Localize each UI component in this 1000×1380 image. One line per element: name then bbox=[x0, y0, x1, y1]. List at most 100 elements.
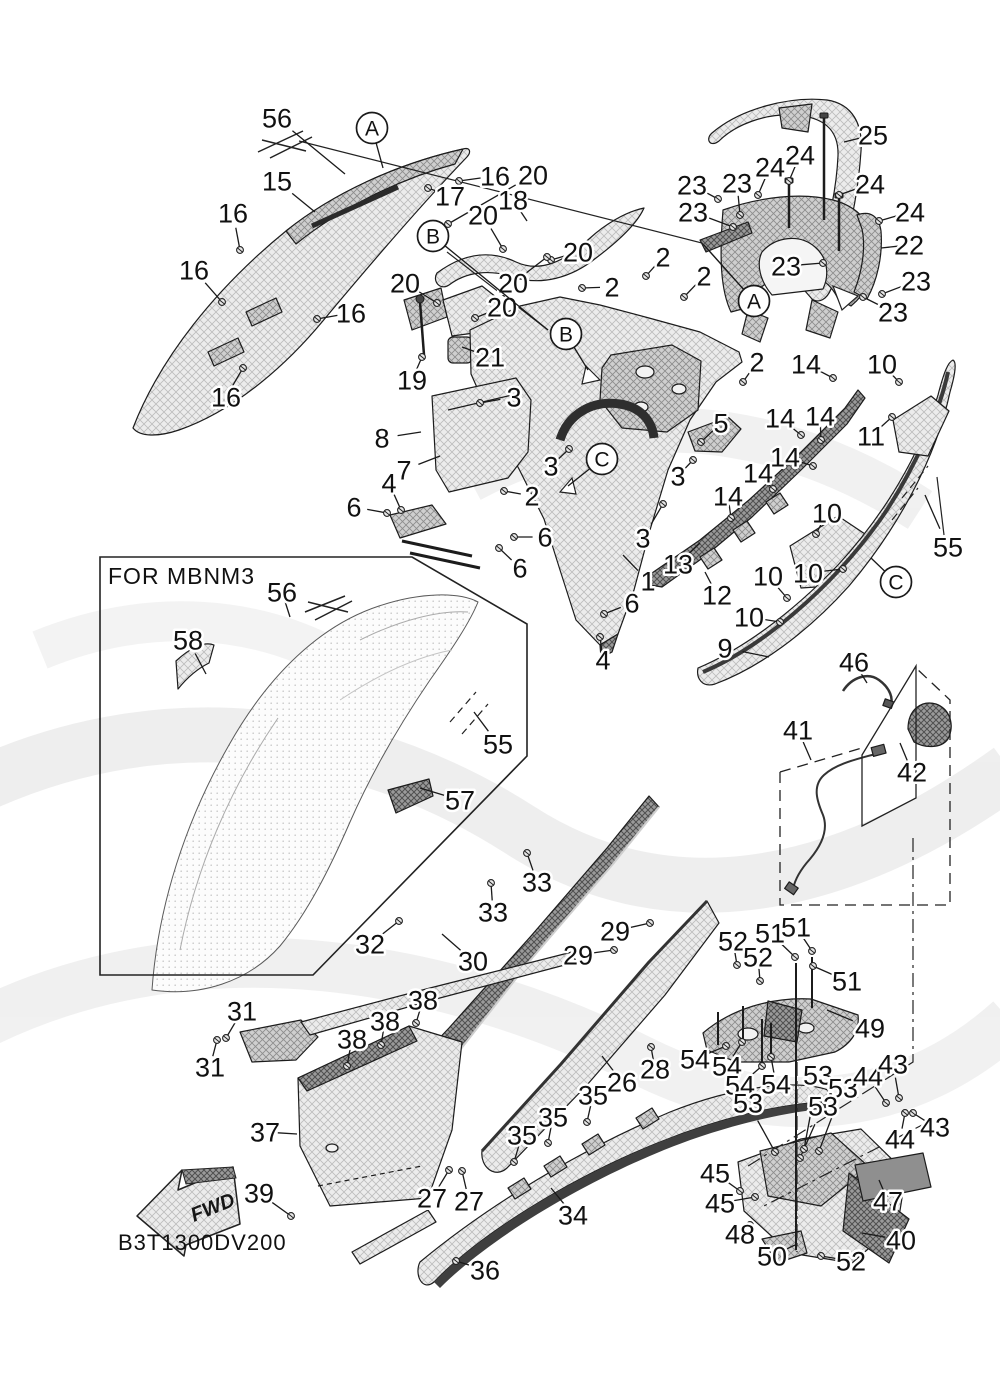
part-callout-20: 20 bbox=[390, 268, 420, 298]
part-callout-16: 16 bbox=[480, 161, 510, 191]
screw-icon bbox=[510, 533, 518, 541]
screw-icon bbox=[800, 1145, 808, 1153]
screw-icon bbox=[455, 177, 463, 185]
screw-icon bbox=[809, 462, 817, 470]
part-callout-53: 53 bbox=[803, 1060, 833, 1090]
part-callout-12: 12 bbox=[702, 580, 732, 610]
leader-line bbox=[473, 711, 489, 732]
part-callout-6: 6 bbox=[537, 522, 552, 552]
part-callout-32: 32 bbox=[355, 929, 385, 959]
part-callout-3: 3 bbox=[543, 451, 558, 481]
part-callout-43: 43 bbox=[878, 1049, 908, 1079]
leader-line bbox=[277, 1132, 298, 1135]
part-callout-21: 21 bbox=[475, 342, 505, 372]
screw-icon bbox=[543, 253, 551, 261]
view-ref-b: B bbox=[416, 219, 549, 331]
part-callout-31: 31 bbox=[227, 996, 257, 1026]
screw-icon bbox=[313, 315, 321, 323]
leader-line bbox=[526, 256, 548, 274]
part-callout-14: 14 bbox=[743, 458, 773, 488]
part-callout-3: 3 bbox=[506, 382, 521, 412]
part-bracket-strip bbox=[649, 389, 866, 588]
part-callout-2: 2 bbox=[524, 481, 539, 511]
view-ref-a: A bbox=[703, 244, 771, 318]
part-callout-51: 51 bbox=[832, 966, 862, 996]
part-callout-43: 43 bbox=[920, 1112, 950, 1142]
screw-icon bbox=[817, 436, 825, 444]
part-callout-41: 41 bbox=[783, 715, 813, 745]
screw-icon bbox=[487, 879, 495, 887]
leader-line bbox=[757, 1120, 776, 1153]
part-callout-1: 1 bbox=[640, 566, 655, 596]
screw-icon bbox=[565, 445, 573, 453]
part-callout-46: 46 bbox=[839, 647, 869, 677]
screw-icon bbox=[767, 1053, 775, 1061]
leader-line bbox=[441, 933, 462, 951]
fwd-arrow: FWD bbox=[136, 1166, 241, 1257]
part-callout-27: 27 bbox=[417, 1183, 447, 1213]
part-callout-20: 20 bbox=[487, 292, 517, 322]
part-callout-15: 15 bbox=[262, 166, 292, 196]
leader-line bbox=[284, 601, 291, 618]
screw-icon bbox=[812, 530, 820, 538]
screw-icon bbox=[722, 1042, 730, 1050]
part-cover-22 bbox=[853, 212, 882, 300]
screw-icon bbox=[758, 1062, 766, 1070]
part-callout-18: 18 bbox=[498, 185, 528, 215]
part-callout-10: 10 bbox=[867, 349, 897, 379]
part-callout-9: 9 bbox=[717, 633, 732, 663]
part-callout-45: 45 bbox=[705, 1188, 735, 1218]
screw-icon bbox=[445, 1166, 453, 1174]
part-callout-6: 6 bbox=[346, 492, 361, 522]
part-callout-10: 10 bbox=[734, 602, 764, 632]
svg-text:C: C bbox=[594, 448, 609, 471]
screw-icon bbox=[797, 431, 805, 439]
part-callout-45: 45 bbox=[700, 1158, 730, 1188]
screw-icon bbox=[815, 1147, 823, 1155]
screw-icon bbox=[395, 917, 403, 925]
screw-icon bbox=[729, 223, 737, 231]
screw-icon bbox=[835, 191, 843, 199]
fastener-icons bbox=[213, 177, 917, 1265]
screw-icon bbox=[444, 220, 452, 228]
leader-line bbox=[601, 1055, 615, 1072]
part-callout-35: 35 bbox=[538, 1102, 568, 1132]
screw-icon bbox=[839, 565, 847, 573]
part-callout-10: 10 bbox=[753, 561, 783, 591]
part-callout-34: 34 bbox=[558, 1200, 588, 1230]
screw-icon bbox=[714, 195, 722, 203]
part-callout-6: 6 bbox=[624, 588, 639, 618]
leader-line bbox=[397, 431, 422, 437]
part-callout-16: 16 bbox=[179, 255, 209, 285]
part-callout-7: 7 bbox=[396, 455, 411, 485]
svg-text:B: B bbox=[559, 323, 573, 346]
screw-icon bbox=[875, 217, 883, 225]
leader-line bbox=[292, 130, 346, 175]
screw-icon bbox=[397, 506, 405, 514]
part-callout-38: 38 bbox=[337, 1024, 367, 1054]
part-grommet-21 bbox=[447, 336, 473, 364]
screw-icon bbox=[829, 374, 837, 382]
part-callout-24: 24 bbox=[755, 152, 785, 182]
screw-icon bbox=[689, 456, 697, 464]
part-fragment-upper bbox=[892, 395, 950, 457]
part-grommet-42 bbox=[907, 702, 952, 748]
screw-icon bbox=[583, 1118, 591, 1126]
part-callout-54: 54 bbox=[712, 1051, 742, 1081]
svg-text:B: B bbox=[426, 225, 440, 248]
inset-label: FOR MBNM3 bbox=[108, 563, 255, 589]
part-ghost-cowl bbox=[151, 594, 479, 993]
part-callout-44: 44 bbox=[853, 1061, 883, 1091]
screw-icon bbox=[895, 1094, 903, 1102]
part-callout-35: 35 bbox=[578, 1080, 608, 1110]
screw-icon bbox=[500, 487, 508, 495]
screw-icon bbox=[433, 299, 441, 307]
part-callout-47: 47 bbox=[873, 1186, 903, 1216]
part-callout-26: 26 bbox=[607, 1067, 637, 1097]
screw-icon bbox=[471, 314, 479, 322]
part-callout-38: 38 bbox=[408, 985, 438, 1015]
part-callout-4: 4 bbox=[595, 645, 610, 675]
screw-icon bbox=[383, 509, 391, 517]
